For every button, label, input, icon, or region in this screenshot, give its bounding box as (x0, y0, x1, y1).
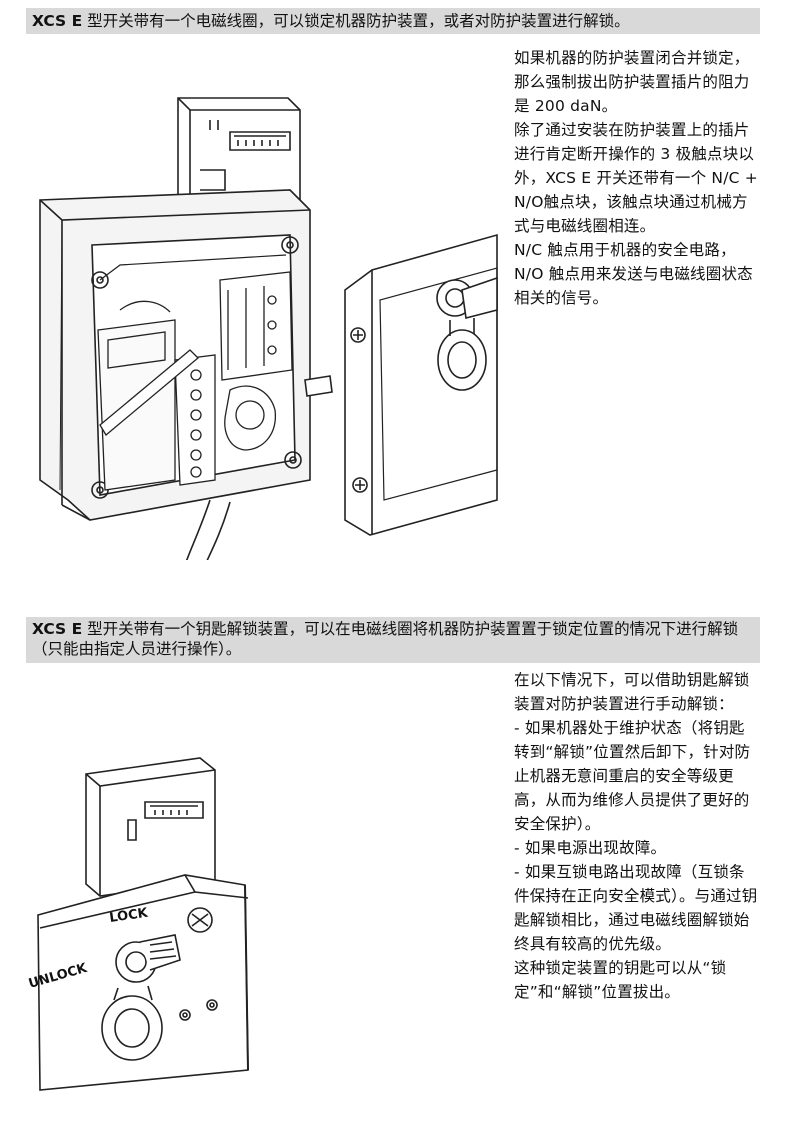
section1-header: XCS E 型开关带有一个电磁线圈，可以锁定机器防护装置，或者对防护装置进行解锁… (26, 8, 760, 34)
contact-block-icon (98, 272, 292, 490)
section2-paragraph: - 如果机器处于维护状态（将钥匙转到“解锁”位置然后卸下，针对防止机器无意间重启… (514, 719, 751, 833)
section2-header: XCS E 型开关带有一个钥匙解锁装置，可以在电磁线圈将机器防护装置置于锁定位置… (26, 617, 760, 663)
key-release-illustration: LOCK UNLOCK (27, 670, 500, 1100)
section2-header-model: XCS E (32, 620, 83, 638)
cable-icon (185, 376, 332, 560)
section1-paragraph: 除了通过安装在防护装置上的插片进行肯定断开操作的 3 极触点块以外，XCS E … (514, 121, 758, 235)
section2-paragraph: 这种锁定装置的钥匙可以从“锁定”和“解锁”位置拔出。 (514, 959, 727, 1001)
section2-paragraph: - 如果互锁电路出现故障（互锁条件保持在正向安全模式）。与通过钥匙解锁相比，通过… (514, 863, 758, 953)
section2-description: 在以下情况下，可以借助钥匙解锁装置对防护装置进行手动解锁： - 如果机器处于维护… (514, 668, 758, 1004)
actuator-head-icon (178, 98, 300, 210)
section1-description: 如果机器的防护装置闭合并锁定，那么强制拔出防护装置插片的阻力是 200 daN。… (514, 46, 758, 310)
actuator-head-icon (86, 758, 215, 896)
lock-label: LOCK (108, 906, 149, 926)
section1-header-text: 型开关带有一个电磁线圈，可以锁定机器防护装置，或者对防护装置进行解锁。 (82, 12, 630, 30)
section1-paragraph: 如果机器的防护装置闭合并锁定，那么强制拔出防护装置插片的阻力是 200 daN。 (514, 49, 750, 115)
section2-header-text: 型开关带有一个钥匙解锁装置，可以在电磁线圈将机器防护装置置于锁定位置的情况下进行… (32, 620, 739, 658)
guard-panel-icon (345, 235, 497, 535)
switch-body-icon (38, 875, 248, 1090)
switch-open-illustration (0, 40, 500, 560)
section1-paragraph: N/C 触点用于机器的安全电路， N/O 触点用来发送与电磁线圈状态相关的信号。 (514, 241, 753, 307)
key-icon (102, 935, 180, 1060)
section1-header-model: XCS E (32, 12, 83, 30)
section2-paragraph: 在以下情况下，可以借助钥匙解锁装置对防护装置进行手动解锁： (514, 671, 750, 713)
section2-paragraph: - 如果电源出现故障。 (514, 839, 667, 857)
